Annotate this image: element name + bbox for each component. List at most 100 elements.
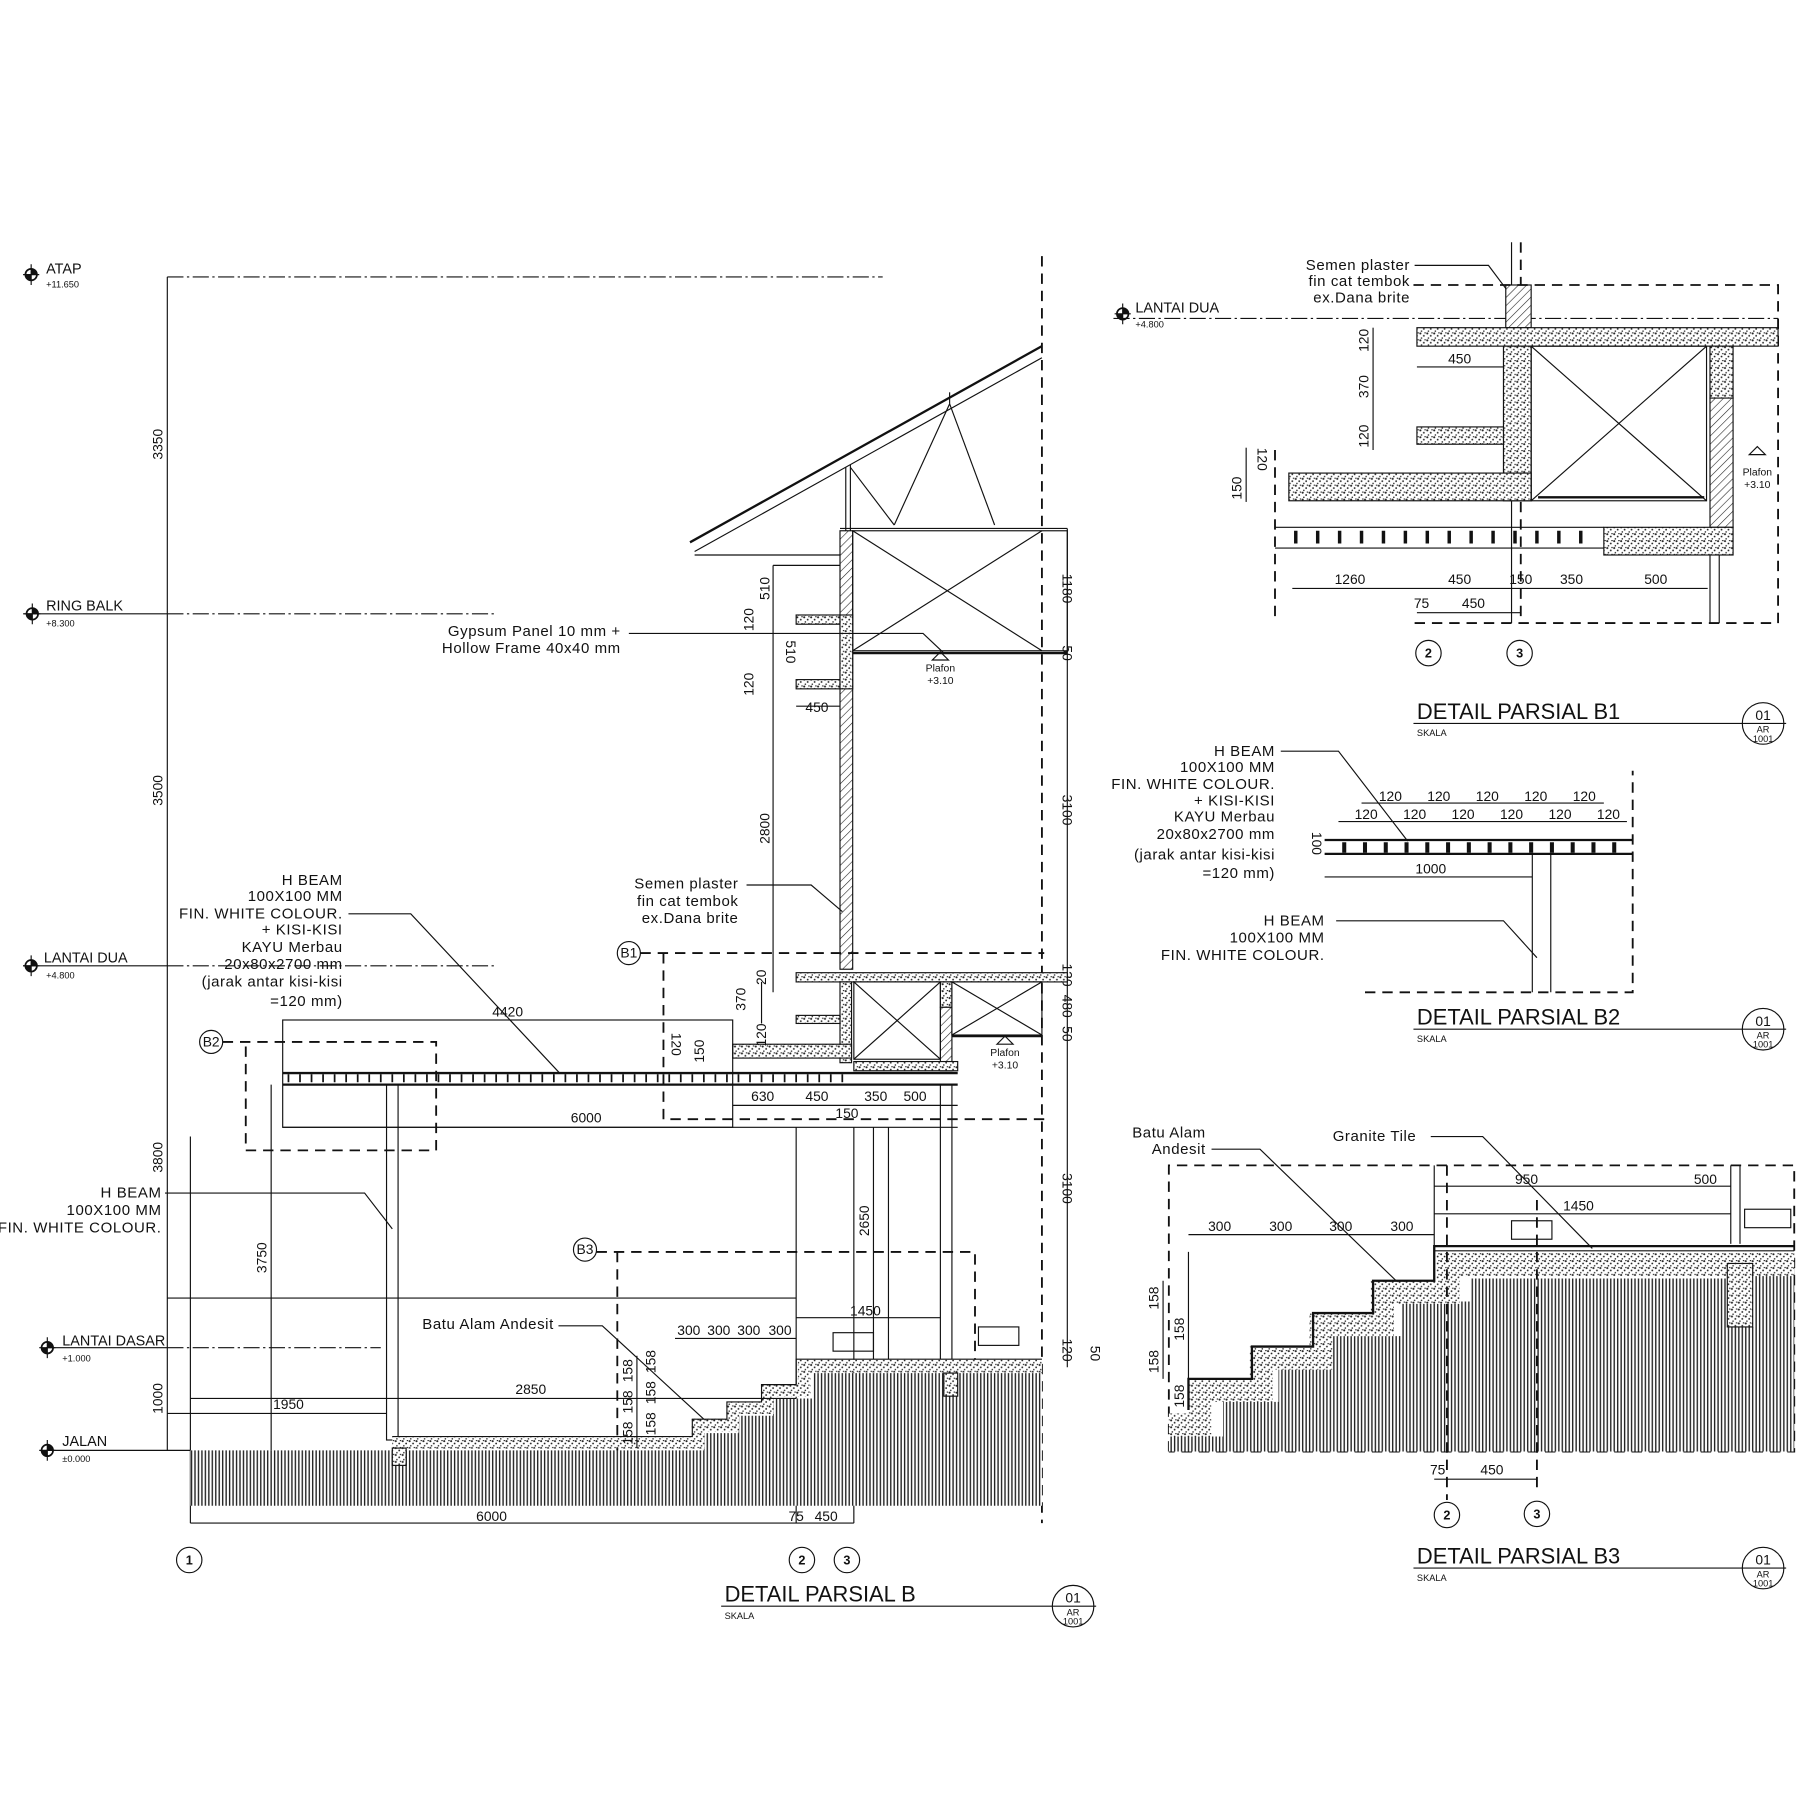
dim-label: 158 <box>619 1359 635 1382</box>
ref-number: 01 <box>1755 1552 1771 1568</box>
dim-label: 480 <box>1060 995 1076 1018</box>
ref-sheet: AR <box>1757 1569 1770 1579</box>
dim-label: 500 <box>1694 1171 1717 1187</box>
note-hbeam-column: H BEAM 100X100 MM FIN. WHITE COLOUR. <box>0 1185 393 1236</box>
dim-label: 3100 <box>1060 1173 1076 1204</box>
dim-label: 6000 <box>476 1508 507 1524</box>
dim-label: 450 <box>1462 595 1485 611</box>
note-line: FIN. WHITE COLOUR. <box>179 905 343 922</box>
grid-label: 2 <box>798 1554 805 1568</box>
dim-label: 300 <box>1390 1218 1413 1234</box>
grid-bubble-3: 3 <box>1506 639 1533 667</box>
dim-label: 1260 <box>1335 571 1366 587</box>
level-marker-icon <box>22 263 41 286</box>
drawing-title: DETAIL PARSIAL B1 <box>1417 699 1620 724</box>
dim-label: 120 <box>1379 788 1402 804</box>
drawing-title: DETAIL PARSIAL B2 <box>1417 1005 1620 1030</box>
scale-label: SKALA <box>1417 1573 1448 1583</box>
dim-label: 120 <box>1355 329 1371 352</box>
detail-b3: Batu Alam Andesit Granite Tile 950 500 1… <box>1132 1125 1796 1590</box>
ref-sheet-number: 1001 <box>1753 1040 1774 1050</box>
note-line: FIN. WHITE COLOUR. <box>1111 776 1275 793</box>
main-section-b: ATAP +11.650 RING BALK +8.300 LANTAI DUA… <box>0 256 1103 1628</box>
title-block-b: DETAIL PARSIAL B SKALA 01 AR 1001 <box>721 1582 1097 1628</box>
level-lantai-dua: LANTAI DUA +4.800 <box>22 950 497 980</box>
grid-label: 3 <box>1533 1507 1540 1521</box>
dim-label: 300 <box>707 1322 730 1338</box>
dim-label: 1180 <box>1060 574 1076 604</box>
dim-label: 500 <box>1644 571 1667 587</box>
note-line: Semen plaster <box>634 875 738 892</box>
dim-label: 1000 <box>1415 860 1446 876</box>
note-line: fin cat tembok <box>637 893 738 910</box>
note-line: =120 mm) <box>1202 865 1275 882</box>
dim-label: 120 <box>1597 806 1620 822</box>
plafon-label: Plafon <box>1743 467 1773 478</box>
note-line: 20x80x2700 mm <box>1157 826 1275 843</box>
dim-label: 450 <box>815 1508 838 1524</box>
dim-label: 120 <box>669 1033 685 1056</box>
note-line: FIN. WHITE COLOUR. <box>1161 947 1325 964</box>
note-line: H BEAM <box>1264 912 1325 929</box>
dim-label: 500 <box>903 1088 926 1104</box>
note-line: 100X100 MM <box>1230 930 1325 947</box>
level-name: LANTAI DUA <box>44 950 128 966</box>
dim-label: 120 <box>1255 448 1271 471</box>
dim-label: 158 <box>642 1381 658 1404</box>
grid-label: 3 <box>1516 647 1523 661</box>
note-line: + KISI-KISI <box>1194 792 1275 809</box>
note-line: ex.Dana brite <box>642 910 739 927</box>
dim-label: 450 <box>805 1088 828 1104</box>
dim-label: 120 <box>1573 788 1596 804</box>
callout-b2[interactable]: B2 <box>199 1029 438 1152</box>
scale-label: SKALA <box>725 1611 756 1621</box>
grid-bubble-3: 3 <box>833 1546 861 1574</box>
dim-label: 158 <box>619 1421 635 1444</box>
grid-bubble-1: 1 <box>175 1546 203 1574</box>
note-line: KAYU Merbau <box>242 939 343 956</box>
dim-label: 150 <box>1509 571 1532 587</box>
dim-label: 6000 <box>571 1110 602 1126</box>
grid-label: 1 <box>186 1554 193 1568</box>
dim-label: 450 <box>805 699 828 715</box>
grid-bubble-3: 3 <box>1523 1500 1551 1528</box>
dim-label: 20 <box>753 969 769 985</box>
grid-bubble-2: 2 <box>1415 639 1442 667</box>
note-batu-alam-b3: Batu Alam Andesit <box>1132 1125 1397 1282</box>
ref-sheet-number: 1001 <box>1753 734 1774 744</box>
callout-b1[interactable]: B1 <box>616 940 1045 1121</box>
level-name: LANTAI DUA <box>1135 301 1219 317</box>
dim-label: 3750 <box>254 1242 270 1273</box>
note-line: Hollow Frame 40x40 mm <box>442 640 621 657</box>
dim-label: 300 <box>1329 1218 1352 1234</box>
note-hbeam-kisi-b2: H BEAM 100X100 MM FIN. WHITE COLOUR. + K… <box>1111 743 1409 882</box>
dim-label: 120 <box>1355 806 1378 822</box>
dim-label: 350 <box>864 1088 887 1104</box>
plafon-elevation: +3.10 <box>1744 480 1770 491</box>
dim-label: 120 <box>1427 788 1450 804</box>
dim-label: 1950 <box>273 1396 304 1412</box>
dim-label: 150 <box>835 1105 858 1121</box>
ref-sheet: AR <box>1757 725 1770 735</box>
dim-label: 150 <box>691 1039 707 1062</box>
plafon-label: Plafon <box>926 664 956 675</box>
dim-label: 75 <box>788 1508 804 1524</box>
note-semen-plaster-b1: Semen plaster fin cat tembok ex.Dana bri… <box>1306 257 1507 306</box>
callout-label: B1 <box>620 945 637 961</box>
ref-sheet-number: 1001 <box>1063 1617 1084 1627</box>
level-name: RING BALK <box>46 598 123 614</box>
dim-label: 630 <box>751 1088 774 1104</box>
ref-number: 01 <box>1065 1590 1081 1606</box>
dim-label: 950 <box>1515 1171 1538 1187</box>
callout-label: B3 <box>577 1241 594 1257</box>
note-hbeam-b2: H BEAM 100X100 MM FIN. WHITE COLOUR. <box>1161 912 1538 964</box>
plafon-elevation: +3.10 <box>927 676 953 687</box>
note-gypsum-panel: Gypsum Panel 10 mm + Hollow Frame 40x40 … <box>442 623 945 657</box>
dim-label: 1000 <box>150 1383 166 1414</box>
level-jalan: JALAN ±0.000 <box>38 1434 191 1464</box>
note-line: Gypsum Panel 10 mm + <box>448 623 621 640</box>
note-line: Granite Tile <box>1333 1128 1417 1145</box>
note-line: =120 mm) <box>270 993 343 1010</box>
ref-sheet: AR <box>1757 1030 1770 1040</box>
grid-label: 2 <box>1425 647 1432 661</box>
